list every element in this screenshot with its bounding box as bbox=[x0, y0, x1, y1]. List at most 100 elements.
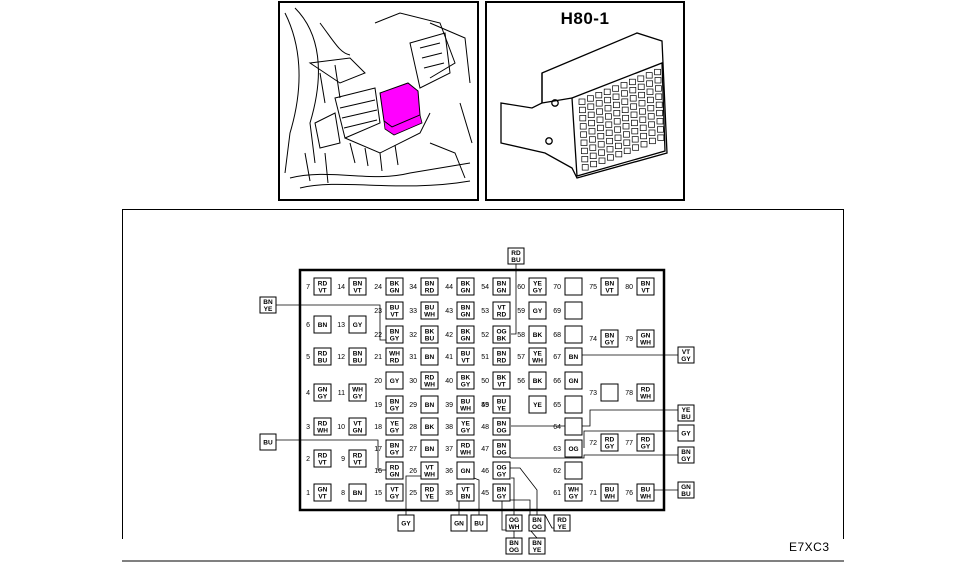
callout-color: GY bbox=[681, 431, 691, 438]
wire-color: GY bbox=[390, 406, 400, 413]
pin-number: 52 bbox=[481, 332, 489, 339]
wire-color: WH bbox=[640, 394, 651, 401]
cavity-box bbox=[564, 483, 583, 502]
component-view-panel: H80-1 bbox=[485, 1, 685, 201]
wire-color: GY bbox=[390, 378, 400, 385]
pin-number: 34 bbox=[409, 284, 417, 291]
cavity-box bbox=[385, 461, 404, 480]
wire-color: BN bbox=[497, 421, 507, 428]
wire-color: BN bbox=[353, 490, 363, 497]
cavity-box bbox=[385, 371, 404, 390]
cavity-box bbox=[528, 301, 547, 320]
cavity-box bbox=[492, 371, 511, 390]
wire-color: VT bbox=[353, 288, 361, 295]
pin-number: 22 bbox=[374, 332, 382, 339]
cavity-box bbox=[385, 417, 404, 436]
terminal-grid bbox=[578, 68, 665, 171]
wire-color: WH bbox=[640, 340, 651, 347]
pin-number: 11 bbox=[338, 390, 345, 397]
pin-number: 44 bbox=[445, 284, 453, 291]
pin-number: 30 bbox=[409, 378, 417, 385]
wire-color: GN bbox=[318, 387, 328, 394]
vehicle-locator-drawing bbox=[284, 7, 473, 189]
wire-color: BN bbox=[425, 402, 435, 409]
callout-color: BU bbox=[474, 521, 484, 528]
wire-color: BU bbox=[425, 305, 435, 312]
callout-color: GY bbox=[401, 521, 411, 528]
pin-number: 71 bbox=[589, 490, 597, 497]
callout-color: BU bbox=[681, 414, 691, 421]
wire-color: BK bbox=[461, 329, 471, 336]
wire-color: VT bbox=[641, 288, 649, 295]
callout-color: OG bbox=[532, 524, 542, 531]
cavity-68: 68 bbox=[553, 325, 583, 344]
wire-color: YE bbox=[533, 281, 542, 288]
pin-number: 28 bbox=[409, 424, 417, 431]
callout-color: BU bbox=[681, 491, 691, 498]
cavity-box bbox=[564, 395, 583, 414]
wire-color: GY bbox=[390, 450, 400, 457]
connector-title: H80-1 bbox=[560, 9, 610, 28]
wire-color: RD bbox=[461, 443, 471, 450]
wire-color: BN bbox=[461, 494, 471, 501]
wire-color: BN bbox=[425, 354, 435, 361]
callout-color: BN bbox=[509, 540, 519, 547]
cavity-box bbox=[420, 277, 439, 296]
cavity-box bbox=[420, 325, 439, 344]
wire-color: VT bbox=[318, 460, 326, 467]
wire-color: GN bbox=[353, 428, 363, 435]
cavity-box bbox=[348, 417, 367, 436]
callout-color: OG bbox=[509, 517, 519, 524]
pin-number: 62 bbox=[553, 468, 561, 475]
wire-callout: BU bbox=[470, 514, 488, 532]
wire-color: RD bbox=[425, 487, 435, 494]
cavity-box bbox=[456, 371, 475, 390]
wire-color: RD bbox=[390, 358, 400, 365]
pin-number: 39 bbox=[445, 402, 453, 409]
wire-color: BN bbox=[569, 354, 579, 361]
wire-color: BK bbox=[497, 375, 507, 382]
callout-color: GN bbox=[681, 484, 691, 491]
pin-number: 73 bbox=[589, 390, 597, 397]
wire-color: WH bbox=[640, 494, 651, 501]
cavity-box bbox=[564, 325, 583, 344]
cavity-box bbox=[636, 433, 655, 452]
pin-number: 29 bbox=[409, 402, 417, 409]
callout-color: OG bbox=[509, 547, 519, 554]
wire-color: BN bbox=[605, 333, 615, 340]
wire-color: VT bbox=[497, 382, 505, 389]
pin-number: 53 bbox=[481, 308, 489, 315]
pin-number: 37 bbox=[445, 446, 453, 453]
cavity-box bbox=[636, 383, 655, 402]
wire-color: YE bbox=[461, 421, 470, 428]
pin-number: 27 bbox=[409, 446, 417, 453]
wire-color: GN bbox=[569, 378, 579, 385]
pin-number: 79 bbox=[625, 336, 633, 343]
